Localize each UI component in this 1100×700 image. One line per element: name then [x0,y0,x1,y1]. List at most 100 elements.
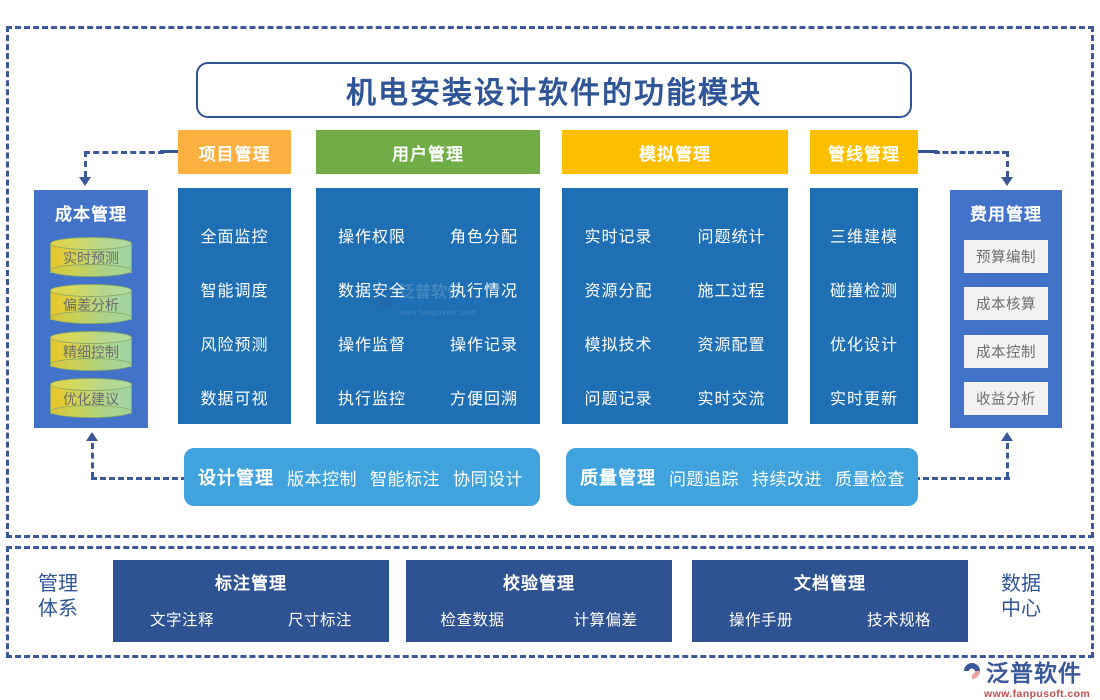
panel-row: 实时记录 问题统计 [562,208,788,262]
panel-item[interactable]: 执行监控 [337,391,406,408]
cylinder-item[interactable]: 实时预测 [50,236,132,277]
cylinder-item[interactable]: 优化建议 [50,378,132,419]
panel-item[interactable]: 模拟技术 [584,337,653,354]
connector-bl-horizontal [91,477,187,480]
panel-item[interactable]: 问题记录 [584,391,653,408]
panel-row: 资源分配 施工过程 [562,262,788,316]
connector-right-horizontal [934,151,1008,154]
side-body: 预算编制 成本核算 成本控制 收益分析 [950,231,1062,428]
bottom-box-title: 校验管理 [503,574,575,593]
side-title: 费用管理 [970,205,1042,224]
bottom-left-label-line2: 体系 [38,598,78,620]
bottom-box-item[interactable]: 操作手册 [728,612,793,629]
brand-name: 泛普软件 [986,660,1082,686]
panel-item[interactable]: 操作记录 [449,337,518,354]
chip-item[interactable]: 成本核算 [964,287,1048,321]
bottom-box-item[interactable]: 尺寸标注 [287,612,352,629]
bottom-right-label-line2: 中心 [1001,598,1041,620]
panel-item[interactable]: 操作监督 [337,337,406,354]
panel-row: 数据可视 [178,370,291,424]
connector-right-arrow-down [1001,177,1013,186]
connector-bl-vertical [91,443,94,478]
panel-pipeline-management: 三维建模 碰撞检测 优化设计 实时更新 [810,188,918,424]
panel-item[interactable]: 资源分配 [584,283,653,300]
tab-simulation-management[interactable]: 模拟管理 [562,130,788,174]
tab-label: 模拟管理 [639,144,711,164]
cylinder-bottom [50,310,132,324]
side-body: 实时预测 偏差分析 精细控制 优化建议 [34,231,148,428]
panel-item[interactable]: 实时更新 [829,391,898,408]
bottom-box-verification-management: 校验管理 检查数据 计算偏差 [406,560,672,642]
panel-item[interactable]: 角色分配 [449,229,518,246]
connector-left-vertical [84,151,87,177]
connector-stub-left [160,150,182,153]
panel-item[interactable]: 方便回溯 [449,391,518,408]
bar-item[interactable]: 版本控制 [287,469,357,489]
brand-watermark: 泛普软件 www.fanpusoft.com [962,654,1094,700]
brand-watermark-row: 泛普软件 [962,654,1082,688]
bar-heading: 设计管理 [198,468,274,488]
bottom-box-item[interactable]: 文字注释 [149,612,214,629]
cylinder-item[interactable]: 偏差分析 [50,283,132,324]
chip-item[interactable]: 收益分析 [964,381,1048,415]
bottom-box-row: 文字注释 尺寸标注 [113,608,389,630]
panel-item[interactable]: 三维建模 [829,229,898,246]
panel-item[interactable]: 施工过程 [697,283,766,300]
side-fee-management: 费用管理 预算编制 成本核算 成本控制 收益分析 [950,190,1062,428]
connector-right-vertical [1006,151,1009,177]
cylinder-item[interactable]: 精细控制 [50,331,132,372]
panel-item[interactable]: 数据安全 [337,283,406,300]
tab-pipeline-management[interactable]: 管线管理 [810,130,918,174]
chip-item[interactable]: 预算编制 [964,240,1048,274]
panel-item[interactable]: 优化设计 [829,337,898,354]
bar-item[interactable]: 智能标注 [370,469,440,489]
bar-quality-management: 质量管理 问题追踪 持续改进 质量检查 [566,448,918,506]
panel-row: 优化设计 [810,316,918,370]
panel-row: 数据安全 执行情况 [316,262,540,316]
panel-item[interactable]: 资源配置 [697,337,766,354]
panel-user-management: 操作权限 角色分配 数据安全 执行情况 操作监督 操作记录 执行监控 方便回溯 [316,188,540,424]
connector-left-horizontal [84,151,164,154]
panel-row: 全面监控 [178,208,291,262]
tab-user-management[interactable]: 用户管理 [316,130,540,174]
page-title: 机电安装设计软件的功能模块 [346,77,762,110]
connector-left-arrow-down [79,177,91,186]
bottom-right-label: 数据 中心 [986,572,1056,622]
panel-item[interactable]: 问题统计 [697,229,766,246]
panel-row: 三维建模 [810,208,918,262]
panel-item[interactable]: 操作权限 [337,229,406,246]
bar-item[interactable]: 问题追踪 [669,469,739,489]
bottom-right-label-line1: 数据 [1001,573,1041,595]
connector-bl-arrow-up [86,432,98,441]
cylinder-top [50,283,132,297]
cylinder-label: 偏差分析 [63,296,119,313]
main-dashed-frame [6,26,1094,538]
bar-heading: 质量管理 [580,468,656,488]
panel-item[interactable]: 全面监控 [200,229,269,246]
tab-label: 用户管理 [392,144,464,164]
bottom-box-document-management: 文档管理 操作手册 技术规格 [692,560,968,642]
chip-item[interactable]: 成本控制 [964,334,1048,368]
panel-item[interactable]: 数据可视 [200,391,269,408]
panel-item[interactable]: 实时记录 [584,229,653,246]
panel-item[interactable]: 实时交流 [697,391,766,408]
connector-br-vertical [1006,443,1009,478]
side-title: 成本管理 [55,205,127,224]
panel-item[interactable]: 智能调度 [200,283,269,300]
panel-row: 操作监督 操作记录 [316,316,540,370]
panel-item[interactable]: 执行情况 [449,283,518,300]
panel-item[interactable]: 碰撞检测 [829,283,898,300]
bottom-box-item[interactable]: 计算偏差 [573,612,638,629]
bottom-box-item[interactable]: 检查数据 [440,612,505,629]
tab-label: 管线管理 [828,144,900,164]
panel-row: 问题记录 实时交流 [562,370,788,424]
tab-project-management[interactable]: 项目管理 [178,130,291,174]
panel-item[interactable]: 风险预测 [200,337,269,354]
bar-item[interactable]: 质量检查 [835,469,905,489]
bottom-box-item[interactable]: 技术规格 [866,612,931,629]
panel-project-management: 全面监控 智能调度 风险预测 数据可视 [178,188,291,424]
bar-item[interactable]: 协同设计 [453,469,523,489]
bar-item[interactable]: 持续改进 [752,469,822,489]
panel-simulation-management: 实时记录 问题统计 资源分配 施工过程 模拟技术 资源配置 问题记录 实时交流 [562,188,788,424]
